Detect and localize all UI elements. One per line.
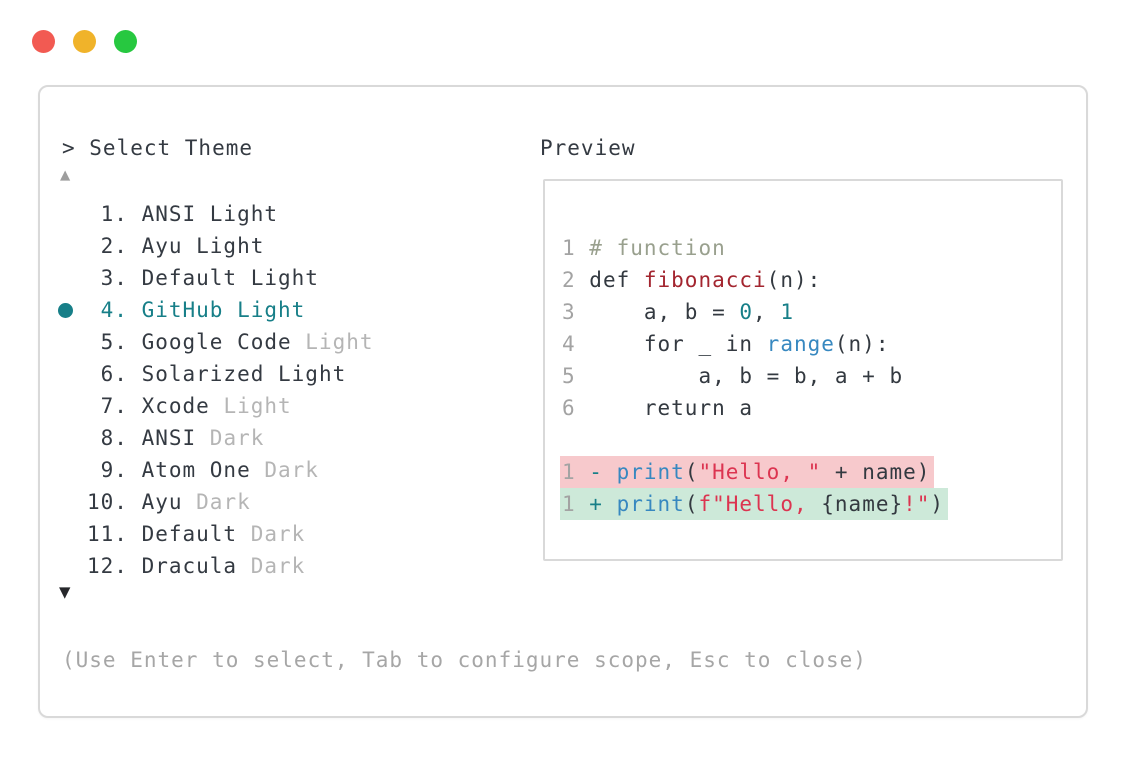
keyboard-hint: (Use Enter to select, Tab to configure s… bbox=[62, 648, 867, 672]
theme-list: 1. ANSI Light 2. Ayu Light 3. Default Li… bbox=[58, 198, 374, 582]
code-line: 2 def fibonacci(n): bbox=[562, 268, 822, 292]
theme-option-2[interactable]: 2. Ayu Light bbox=[87, 234, 265, 258]
selected-bullet-icon bbox=[58, 303, 73, 318]
traffic-lights bbox=[32, 30, 137, 53]
preview-pane: 1 # function 2 def fibonacci(n): 3 a, b = … bbox=[543, 179, 1063, 561]
theme-option-4[interactable]: 4. GitHub Light bbox=[58, 294, 374, 326]
code-line: 1 # function bbox=[562, 236, 726, 260]
preview-title: Preview bbox=[540, 136, 636, 160]
diff-removed-line: 1 - print("Hello, " + name) bbox=[560, 456, 935, 488]
theme-option-10[interactable]: 10. Ayu Dark bbox=[87, 490, 251, 514]
theme-option-11[interactable]: 11. Default Dark bbox=[87, 522, 306, 546]
theme-option-7[interactable]: 7. Xcode Light bbox=[87, 394, 292, 418]
code-line: 5 a, b = b, a + b bbox=[562, 364, 904, 388]
close-window-icon[interactable] bbox=[32, 30, 55, 53]
code-preview: 1 # function 2 def fibonacci(n): 3 a, b = … bbox=[560, 232, 949, 520]
code-line: 3 a, b = 0, 1 bbox=[562, 300, 794, 324]
code-line bbox=[562, 424, 948, 456]
theme-option-1[interactable]: 1. ANSI Light bbox=[87, 202, 279, 226]
code-line: 1 - print("Hello, " + name) bbox=[560, 456, 948, 488]
theme-option-3[interactable]: 3. Default Light bbox=[87, 266, 319, 290]
diff-added-line: 1 + print(f"Hello, {name}!") bbox=[560, 488, 949, 520]
code-line: 4 for _ in range(n): bbox=[562, 332, 890, 356]
theme-picker-window: > Select Theme ▲ 1. ANSI Light 2. Ayu Li… bbox=[38, 85, 1088, 718]
scroll-up-icon[interactable]: ▲ bbox=[60, 165, 71, 185]
minimize-window-icon[interactable] bbox=[73, 30, 96, 53]
theme-option-5[interactable]: 5. Google Code Light bbox=[87, 330, 374, 354]
code-line: 1 + print(f"Hello, {name}!") bbox=[560, 488, 949, 520]
theme-option-8[interactable]: 8. ANSI Dark bbox=[87, 426, 265, 450]
code-line: 6 return a bbox=[562, 396, 754, 420]
theme-option-12[interactable]: 12. Dracula Dark bbox=[87, 554, 306, 578]
theme-option-9[interactable]: 9. Atom One Dark bbox=[87, 458, 319, 482]
select-theme-prompt: > Select Theme bbox=[62, 136, 254, 160]
zoom-window-icon[interactable] bbox=[114, 30, 137, 53]
theme-option-6[interactable]: 6. Solarized Light bbox=[87, 362, 347, 386]
scroll-down-icon[interactable]: ▼ bbox=[59, 581, 71, 603]
